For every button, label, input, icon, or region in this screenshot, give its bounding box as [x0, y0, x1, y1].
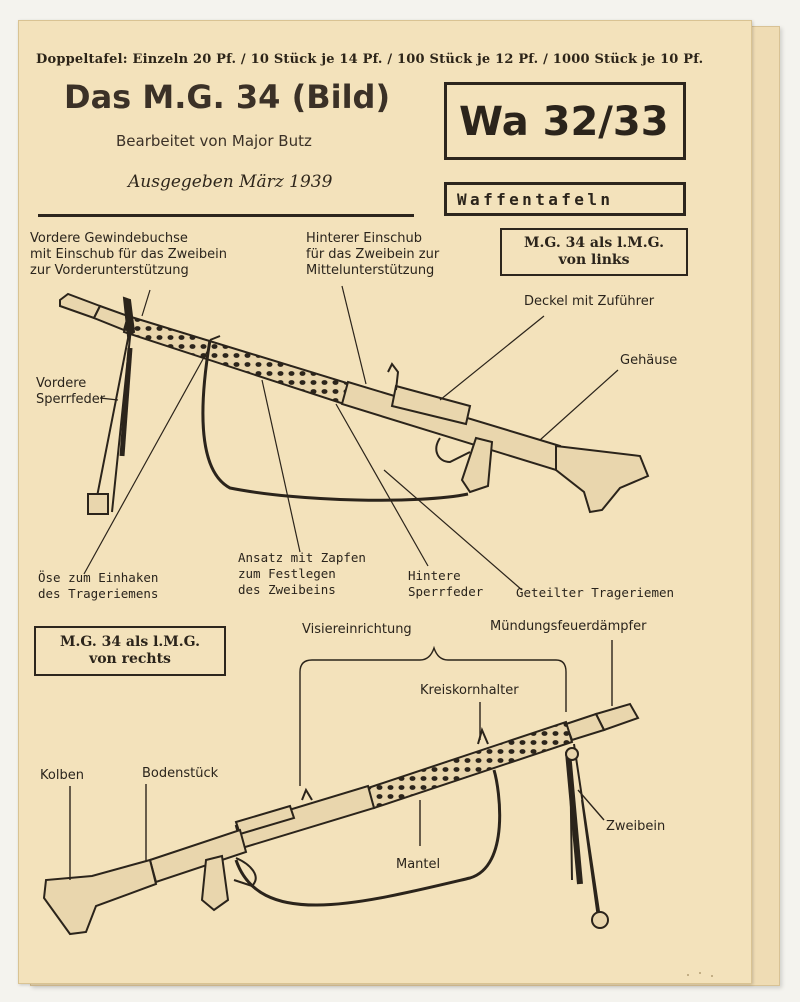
label-butt-piece: Bodenstück	[142, 766, 219, 781]
label-jacket: Mantel	[396, 857, 441, 872]
price-line: Doppeltafel: Einzeln 20 Pf. / 10 Stück j…	[36, 52, 704, 67]
label-front-spring: Vordere Sperrfeder	[36, 376, 106, 407]
label-rear-insert: Hinterer Einschub für das Zweibein zur M…	[306, 231, 440, 278]
label-split-sling: Geteilter Trageriemen	[516, 585, 675, 600]
label-sights: Visiereinrichtung	[302, 622, 412, 637]
view-label-right: M.G. 34 als l.M.G. von rechts	[34, 626, 226, 676]
label-cover-feed: Deckel mit Zuführer	[524, 294, 655, 309]
top-leader-lines	[83, 285, 619, 591]
view-right-line2: von rechts	[89, 651, 171, 667]
gun-left-view	[59, 292, 650, 515]
code-box: Wa 32/33	[444, 82, 686, 160]
code-number: Wa 32/33	[459, 99, 669, 145]
view-right-line1: M.G. 34 als l.M.G.	[60, 634, 200, 650]
issue-date: Ausgegeben März 1939	[128, 172, 333, 192]
document-sheet	[18, 20, 752, 984]
label-front-sight: Kreiskornhalter	[420, 683, 519, 698]
document-title: Das M.G. 34 (Bild)	[64, 78, 391, 116]
view-label-left: M.G. 34 als l.M.G. von links	[500, 228, 688, 276]
label-front-bushing: Vordere Gewindebuchse mit Einschub für d…	[30, 231, 228, 278]
view-left-line1: M.G. 34 als l.M.G.	[524, 235, 664, 251]
bottom-leader-lines	[69, 640, 613, 880]
label-lug: Ansatz mit Zapfen zum Festlegen des Zwei…	[238, 550, 366, 597]
label-stock: Kolben	[40, 768, 84, 783]
series-label: Waffentafeln	[457, 190, 614, 209]
label-muzzle: Mündungsfeuerdämpfer	[490, 619, 647, 634]
header-rule	[38, 214, 414, 217]
author-line: Bearbeitet von Major Butz	[116, 132, 312, 150]
label-receiver: Gehäuse	[620, 353, 678, 368]
gun-right-view	[42, 702, 640, 936]
series-box: Waffentafeln	[444, 182, 686, 216]
label-eyelet: Öse zum Einhaken des Trageriemens	[38, 570, 159, 601]
paper-specks	[687, 972, 713, 977]
view-left-line2: von links	[558, 252, 630, 268]
label-bipod: Zweibein	[606, 819, 666, 834]
label-rear-spring: Hintere Sperrfeder	[408, 568, 484, 599]
